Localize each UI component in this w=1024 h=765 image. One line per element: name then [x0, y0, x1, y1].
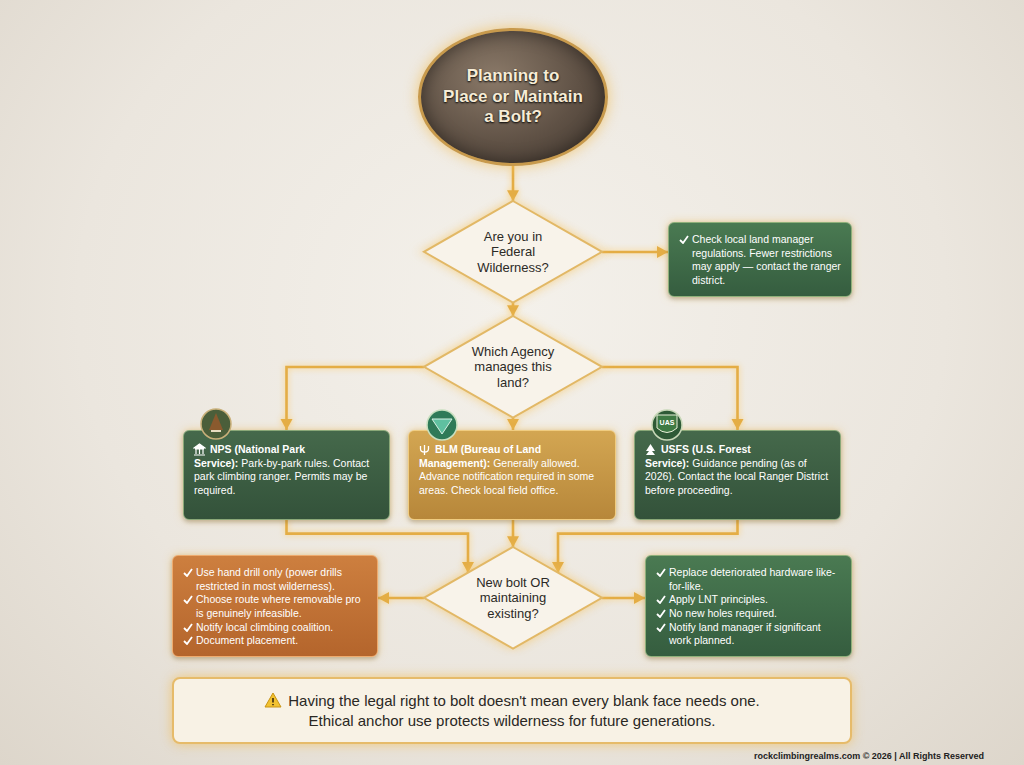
warning-triangle: [265, 693, 281, 707]
node-text: Which Agency manages this land?: [461, 344, 565, 391]
badge-text: UAS: [655, 419, 679, 426]
node-text: Are you in Federal Wilderness?: [461, 229, 565, 276]
flow-arrow: [512, 520, 515, 547]
check-stroke: [184, 624, 192, 631]
flow-arrow: [602, 251, 668, 254]
trident-glyph: [421, 445, 429, 455]
flow-arrow: [602, 597, 645, 600]
flow-arrow: [512, 303, 515, 316]
watermark: rockclimbingrealms.com © 2026 | All Righ…: [754, 751, 984, 761]
agency-box: NPS (National Park Service):Park-by-park…: [183, 430, 390, 520]
node-content: USFS (U.S. Forest Service):Guidance pend…: [635, 431, 840, 506]
check-mark: [656, 623, 666, 632]
node-text: Document placement.: [183, 634, 367, 648]
node-text: Check local land manager regulations. Fe…: [679, 233, 841, 288]
node-content: Are you in Federal Wilderness?: [461, 229, 565, 276]
check-mark: [183, 636, 193, 645]
check-stroke: [680, 236, 688, 243]
node-text: Apply LNT principles.: [656, 593, 841, 607]
nps-icon: [193, 443, 206, 456]
check-stroke: [657, 569, 665, 576]
ethics-band: Having the legal right to bolt doesn't m…: [172, 677, 852, 744]
blm-icon: [418, 443, 431, 456]
check-stroke: [184, 596, 192, 603]
node-text: Notify land manager if significant work …: [656, 621, 841, 648]
node-content: Having the legal right to bolt doesn't m…: [254, 685, 770, 736]
check-mark: [183, 623, 193, 632]
node-text: New bolt OR maintaining existing?: [461, 575, 565, 622]
check-stroke: [184, 569, 192, 576]
check-stroke: [657, 596, 665, 603]
agency-box: USFS (U.S. Forest Service):Guidance pend…: [634, 430, 841, 520]
node-text: Replace deteriorated hardware like-for-l…: [656, 566, 841, 593]
node-text: Ethical anchor use protects wilderness f…: [264, 711, 760, 731]
diamond-fill: [424, 316, 602, 418]
node-content: Use hand drill only (power drills restri…: [173, 556, 377, 656]
decision-diamond: New bolt OR maintaining existing?: [424, 547, 602, 649]
tree-glyph: [646, 444, 655, 455]
check-mark: [656, 609, 666, 618]
node-content: Which Agency manages this land?: [461, 344, 565, 391]
node-text: Having the legal right to bolt doesn't m…: [264, 691, 760, 711]
check-stroke: [657, 624, 665, 631]
new-bolt-box: Use hand drill only (power drills restri…: [172, 555, 378, 657]
start-stone: Planning to Place or Maintain a Bolt?: [418, 28, 608, 166]
node-content: Planning to Place or Maintain a Bolt?: [443, 66, 583, 127]
node-text: No new holes required.: [656, 607, 841, 621]
node-content: BLM (Bureau of Land Management):Generall…: [409, 431, 615, 506]
warning-icon: [264, 692, 282, 708]
usfs-icon: [644, 443, 657, 456]
decision-diamond: Are you in Federal Wilderness?: [424, 201, 602, 303]
check-stroke: [657, 610, 665, 617]
flow-arrow: [512, 418, 515, 430]
check-mark: [679, 235, 689, 244]
diamond-fill: [424, 547, 602, 649]
flow-arrow: [287, 367, 425, 430]
check-mark: [656, 568, 666, 577]
node-content: NPS (National Park Service):Park-by-park…: [184, 431, 389, 506]
check-stroke: [184, 637, 192, 644]
node-text: Choose route where removable pro is genu…: [183, 593, 367, 620]
maintain-box: Replace deteriorated hardware like-for-l…: [645, 555, 852, 657]
node-content: New bolt OR maintaining existing?: [461, 575, 565, 622]
check-mark: [183, 595, 193, 604]
agency-box: BLM (Bureau of Land Management):Generall…: [408, 430, 616, 520]
node-text: Use hand drill only (power drills restri…: [183, 566, 367, 593]
node-text: Notify local climbing coalition.: [183, 621, 367, 635]
warning-bang: [272, 698, 274, 705]
flow-arrow: [378, 597, 424, 600]
node-text: Planning to Place or Maintain a Bolt?: [443, 66, 583, 127]
check-mark: [183, 568, 193, 577]
node-content: Check local land manager regulations. Fe…: [669, 223, 851, 296]
diamond-fill: [424, 201, 602, 303]
node-content: Replace deteriorated hardware like-for-l…: [646, 556, 851, 656]
flow-arrow: [512, 166, 515, 201]
decision-diamond: Which Agency manages this land?: [424, 316, 602, 418]
flow-arrow: [602, 367, 738, 430]
info-box: Check local land manager regulations. Fe…: [668, 222, 852, 297]
building-glyph: [194, 444, 205, 455]
check-mark: [656, 595, 666, 604]
